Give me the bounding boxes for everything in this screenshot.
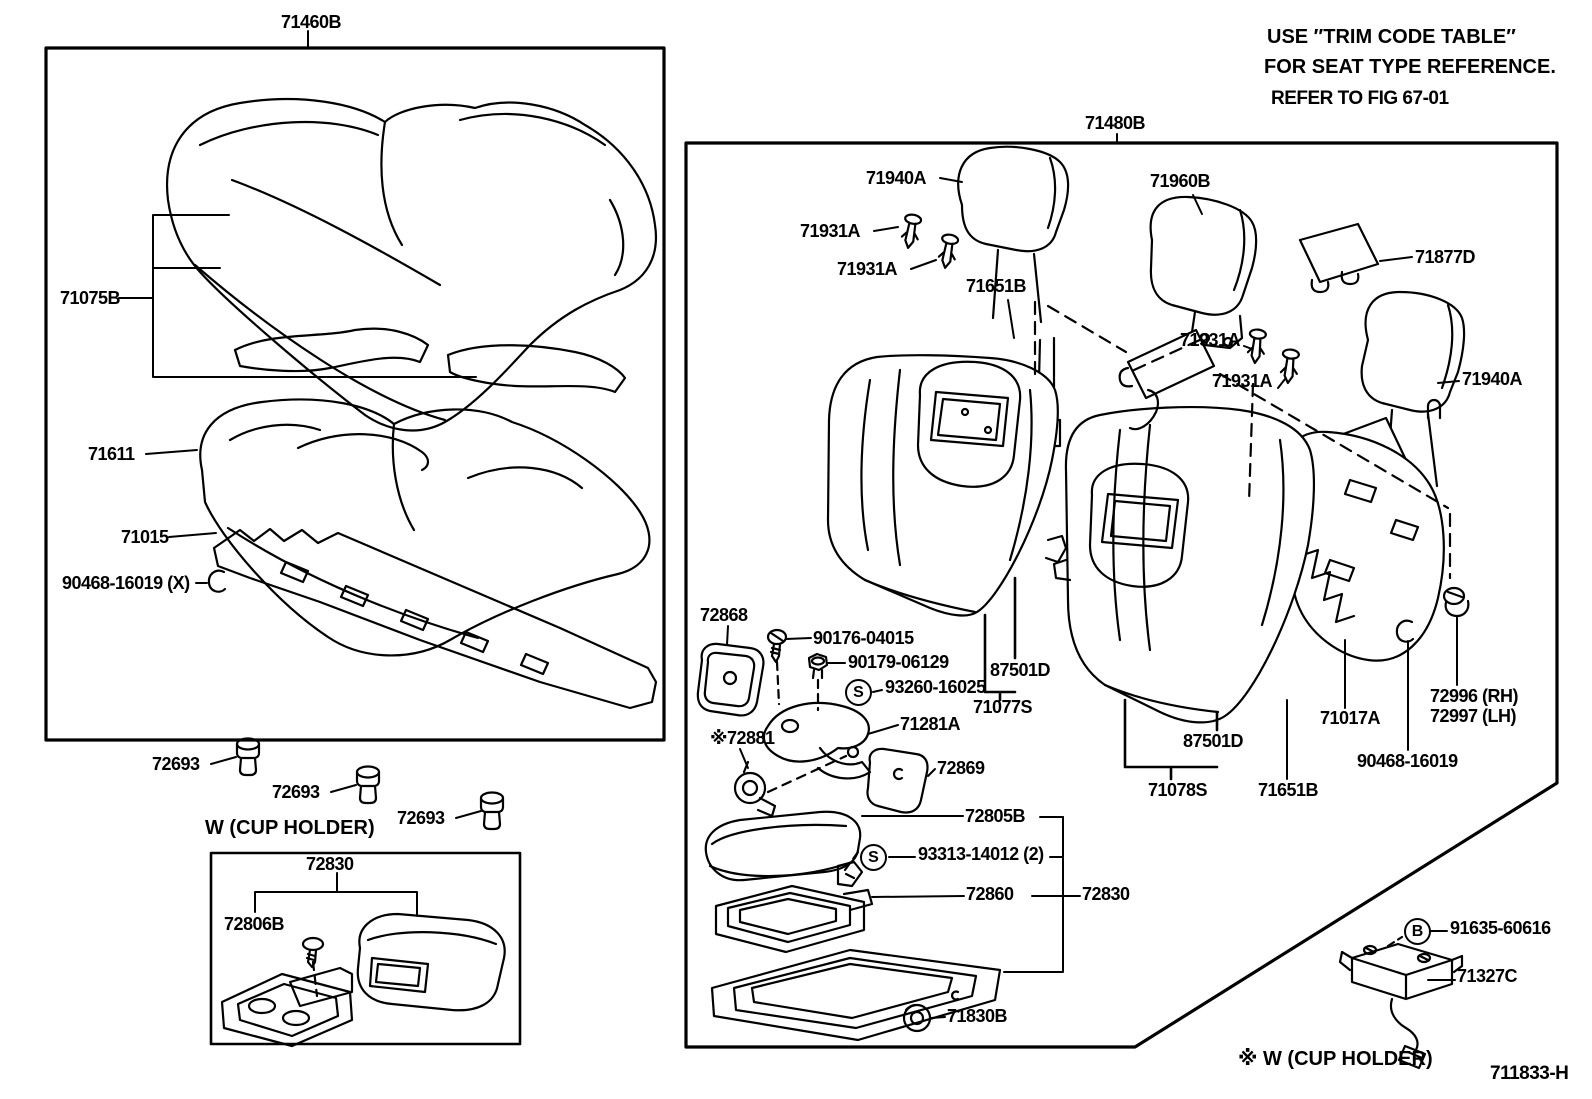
label-71611: 71611 bbox=[88, 444, 135, 464]
label-72869: 72869 bbox=[937, 758, 985, 778]
symbol-b-circle: B bbox=[1404, 918, 1431, 945]
label-71651b-2: 71651B bbox=[1258, 780, 1319, 800]
label-93313-14012: 93313-14012 (2) bbox=[918, 844, 1044, 864]
pad-72868-art bbox=[696, 642, 765, 717]
armrest-base-art bbox=[710, 948, 1002, 1042]
grommet-71830B-art bbox=[902, 1003, 932, 1033]
screw-90176-art bbox=[766, 628, 788, 664]
label-71015: 71015 bbox=[121, 527, 169, 547]
label-93260-16025: 93260-16025 bbox=[885, 677, 986, 697]
label-71931a-1: 71931A bbox=[800, 221, 861, 241]
label-71960b: 71960B bbox=[1150, 171, 1211, 191]
label-72805b: 72805B bbox=[965, 806, 1026, 826]
label-71877d: 71877D bbox=[1415, 247, 1476, 267]
label-71931a-2: 71931A bbox=[837, 259, 898, 279]
label-71940a-1: 71940A bbox=[866, 168, 927, 188]
label-90176-04015: 90176-04015 bbox=[813, 628, 914, 648]
label-72997-lh: 72997 (LH) bbox=[1430, 706, 1517, 726]
symbol-s-circle-1: S bbox=[845, 679, 872, 706]
label-71931a-4: 71931A bbox=[1212, 371, 1273, 391]
headrest-left-art bbox=[957, 145, 1070, 324]
label-71075b: 71075B bbox=[60, 288, 121, 308]
label-72996-rh: 72996 (RH) bbox=[1430, 686, 1519, 706]
label-87501d-2: 87501D bbox=[1183, 731, 1244, 751]
clamp-72881-art bbox=[733, 760, 777, 818]
note-trim-line3: REFER TO FIG 67-01 bbox=[1271, 88, 1449, 109]
figure-code: 711833-H bbox=[1490, 1063, 1569, 1084]
sensor-71327C-art bbox=[1338, 942, 1464, 1070]
armrest-lid-72805B-art bbox=[704, 810, 864, 888]
note-cup-holder: W (CUP HOLDER) bbox=[205, 817, 375, 839]
label-71281a: 71281A bbox=[900, 714, 961, 734]
seatback-frame-71017A-art bbox=[1268, 398, 1445, 662]
label-72881: ※72881 bbox=[710, 728, 775, 748]
symbol-s-circle-2: S bbox=[860, 844, 887, 871]
label-71651b-1: 71651B bbox=[966, 276, 1027, 296]
pad-72869-art bbox=[866, 747, 929, 814]
note-trim-line1: USE ″TRIM CODE TABLE″ bbox=[1267, 26, 1516, 48]
label-71931a-3: 71931A bbox=[1180, 330, 1241, 350]
label-72860: 72860 bbox=[966, 884, 1014, 904]
note-trim-line2: FOR SEAT TYPE REFERENCE. bbox=[1264, 56, 1556, 78]
label-71017a: 71017A bbox=[1320, 708, 1381, 728]
heater-pads-art bbox=[233, 327, 627, 394]
seatback-assembly-art bbox=[166, 98, 658, 432]
nut-90179-art bbox=[807, 652, 829, 680]
headrest-center-art bbox=[1149, 195, 1258, 350]
seatback-left-art bbox=[826, 354, 1068, 617]
label-71940a-2: 71940A bbox=[1462, 369, 1523, 389]
pushclip-72996-art bbox=[1442, 586, 1470, 618]
bracket-71281A-art bbox=[762, 701, 872, 780]
seat-frame-art bbox=[212, 527, 658, 710]
label-71077s: 71077S bbox=[973, 697, 1033, 717]
label-90468-16019-x: 90468-16019 (X) bbox=[62, 573, 190, 593]
label-90468-16019: 90468-16019 bbox=[1357, 751, 1458, 771]
panel-frames bbox=[44, 46, 1559, 1049]
label-71480b: 71480B bbox=[1085, 113, 1146, 133]
label-71327c: 71327C bbox=[1457, 966, 1518, 986]
board-a-art bbox=[1118, 328, 1216, 400]
leader-lines bbox=[118, 30, 1460, 1019]
note-cup-holder-ref: ※ W (CUP HOLDER) bbox=[1238, 1048, 1433, 1070]
label-71460b: 71460B bbox=[281, 12, 342, 32]
cup-holder-art bbox=[220, 912, 506, 1048]
label-72806b: 72806B bbox=[224, 914, 285, 934]
label-72830-right: 72830 bbox=[1082, 884, 1130, 904]
label-72693-2: 72693 bbox=[272, 782, 320, 802]
label-72693-3: 72693 bbox=[397, 808, 445, 828]
seatback-right-art bbox=[1052, 405, 1316, 724]
board-71877D-art bbox=[1298, 222, 1380, 294]
dashed-lines bbox=[311, 300, 1452, 998]
label-71078s: 71078S bbox=[1148, 780, 1208, 800]
label-71830b: 71830B bbox=[947, 1006, 1008, 1026]
label-87501d-1: 87501D bbox=[990, 660, 1051, 680]
label-72830-left: 72830 bbox=[306, 854, 354, 874]
tray-72860-art bbox=[714, 884, 874, 954]
label-72868: 72868 bbox=[700, 605, 748, 625]
label-90179-06129: 90179-06129 bbox=[848, 652, 949, 672]
label-91635-60616: 91635-60616 bbox=[1450, 918, 1551, 938]
label-72693-1: 72693 bbox=[152, 754, 200, 774]
